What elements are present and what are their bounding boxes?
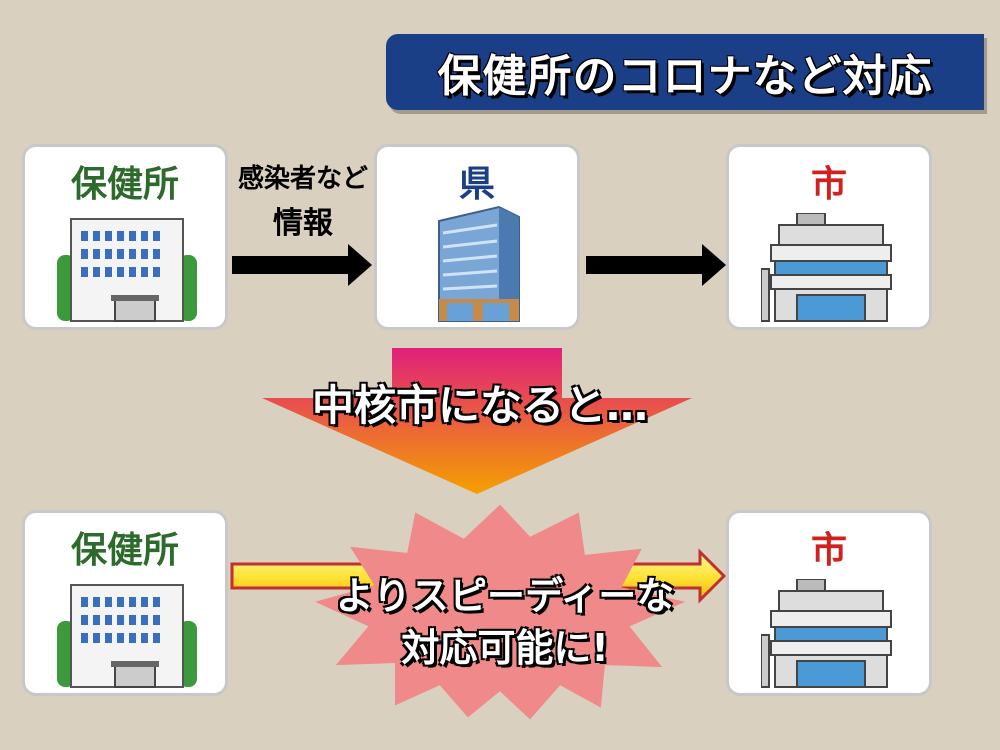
info-arrow-hokenjo-to-ken [232,244,372,286]
prefecture-office-building-icon [438,205,520,322]
shi-card-top: 市 [726,144,932,330]
page-title: 保健所のコロナなど対応 [437,51,933,102]
hokenjo-card-bottom: 保健所 [22,510,228,696]
city-hall-building-icon [761,213,892,322]
shi-card-bottom: 市 [726,510,932,696]
arrow-ken-to-shi [586,244,726,286]
ken-card: 県 [374,144,580,330]
burst-message: よりスピーディーな 対応可能に! [330,570,680,674]
ken-label: 県 [458,164,495,205]
burst-line-1: よりスピーディーな [335,574,675,618]
shi-label: 市 [810,164,847,205]
health-center-building-icon [57,218,197,322]
hokenjo-label: 保健所 [70,530,179,571]
burst-line-2: 対応可能に! [401,626,609,670]
info-label-1: 感染者など [237,164,368,194]
city-hall-building-icon [761,579,892,688]
shi-label: 市 [810,530,847,571]
health-center-building-icon [57,584,197,688]
speedy-burst-shape [315,504,686,720]
hokenjo-label: 保健所 [70,164,179,205]
title-banner: 保健所のコロナなど対応 [386,34,984,110]
info-label-2: 情報 [273,206,333,241]
hokenjo-card-top: 保健所 [22,144,228,330]
transition-down-arrow [262,348,692,494]
transition-label: 中核市になると… [311,381,648,430]
